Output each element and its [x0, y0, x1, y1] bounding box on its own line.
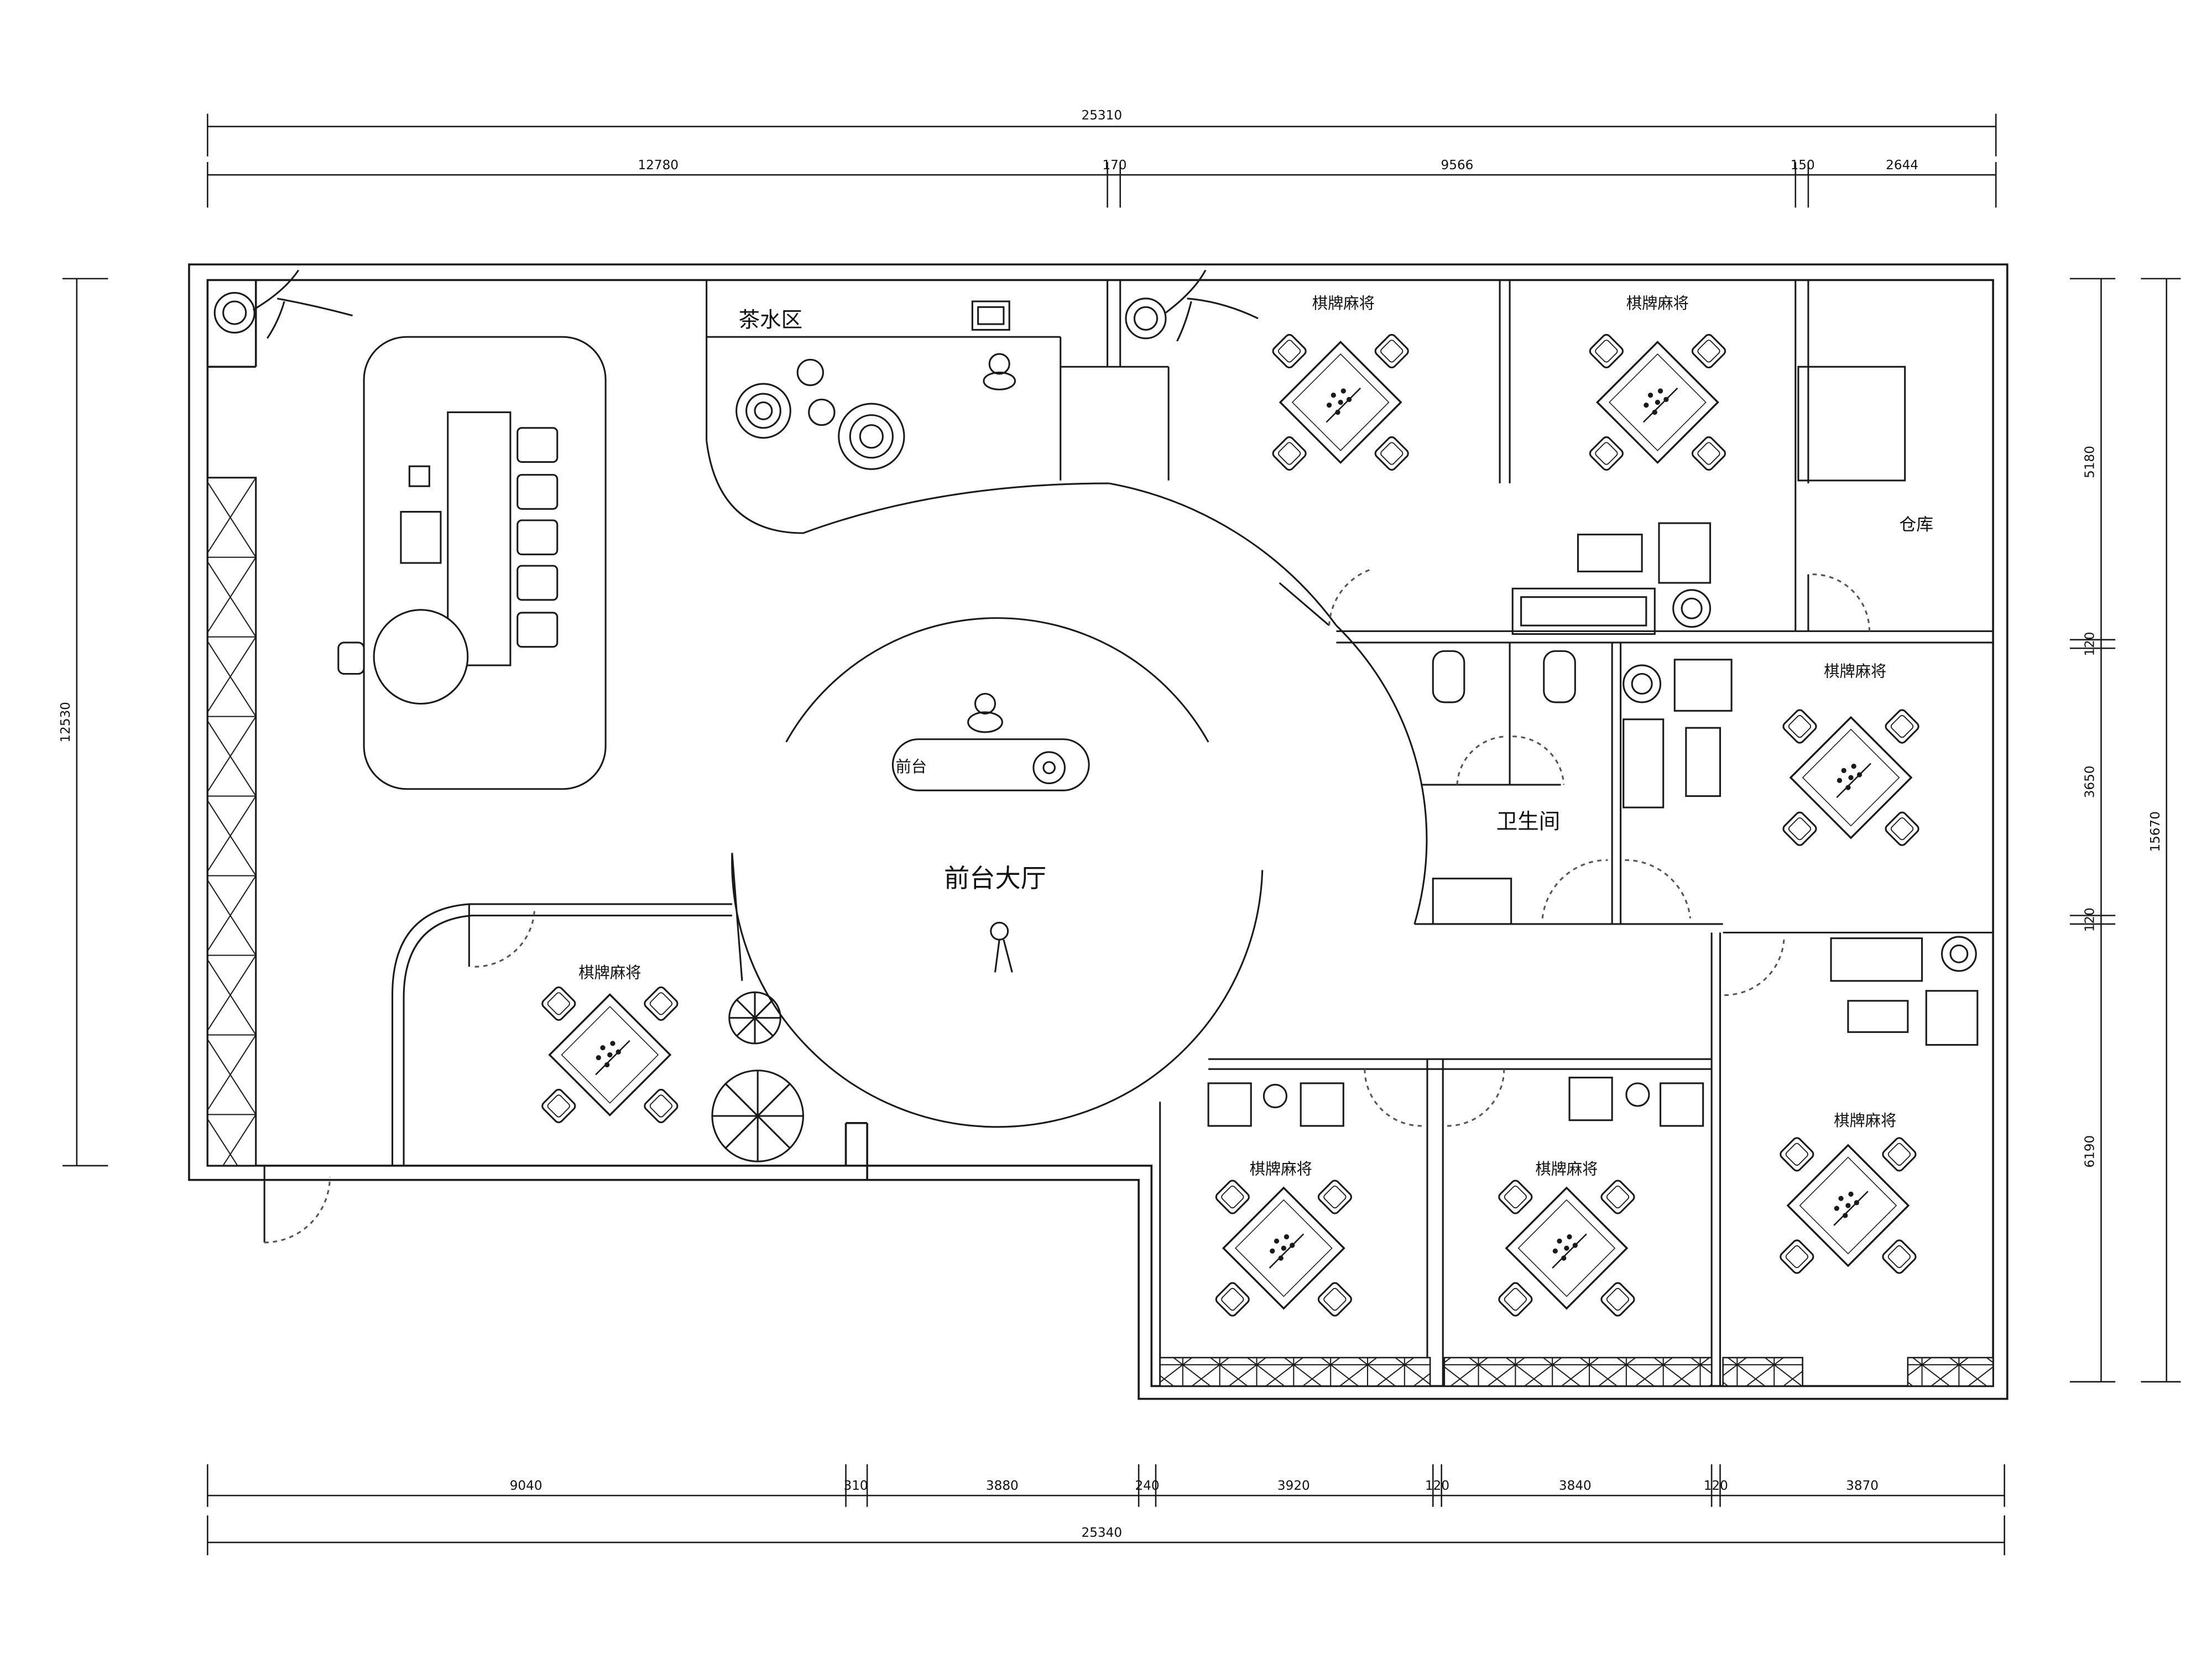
dim-bottom-segment: 9040: [510, 1479, 542, 1493]
room-s2-label: 棋牌麻将: [1535, 1160, 1598, 1178]
mahjong-table-icon: [1782, 708, 1921, 847]
left-dimension: [62, 278, 108, 1167]
tea-area-label: 茶水区: [738, 307, 802, 332]
right-dimensions: [2069, 278, 2181, 1383]
room-sw-walls: [263, 903, 732, 1244]
window-strip-s2: [1443, 1357, 1713, 1387]
room-n1-label: 棋牌麻将: [1312, 294, 1375, 312]
tea-area: [706, 280, 1170, 534]
mahjong-table-icon: [1779, 1136, 1918, 1275]
front-desk-label: 前台: [896, 758, 927, 776]
window-strip-s1: [1159, 1357, 1431, 1387]
dim-bottom-total: 25340: [1081, 1526, 1122, 1540]
dim-top-total: 25310: [1081, 108, 1122, 123]
mahjong-table-icon: [1588, 333, 1727, 472]
toilet-label: 卫生间: [1496, 810, 1561, 834]
bottom-dimensions: [207, 1464, 2005, 1556]
lobby: [711, 482, 1428, 1162]
dim-top-segment: 9566: [1441, 158, 1474, 173]
room-e-label: 棋牌麻将: [1824, 662, 1886, 681]
dim-right-segment: 3650: [2083, 765, 2098, 798]
dim-right-total: 15670: [2148, 811, 2163, 852]
mahjong-table-icon: [1498, 1179, 1636, 1318]
outer-walls: [188, 263, 2008, 1400]
dim-right-segment: 5180: [2083, 446, 2098, 478]
se-rooms-walls: [1159, 931, 1994, 1386]
top-rooms-walls: [1279, 280, 1994, 644]
dim-top-segment: 12780: [638, 158, 679, 173]
dim-bottom-segment: 240: [1135, 1479, 1159, 1493]
room-se-label: 棋牌麻将: [1834, 1112, 1896, 1130]
dim-bottom-segment: 120: [1704, 1479, 1728, 1493]
top-dimensions: [207, 113, 1997, 208]
left-lounge: [213, 269, 1259, 790]
dim-top-segment: 2644: [1886, 158, 1918, 173]
mahjong-table-icon: [541, 985, 680, 1124]
room-s1-label: 棋牌麻将: [1250, 1160, 1312, 1178]
storage-label: 仓库: [1899, 515, 1933, 535]
window-strip-s4: [1907, 1357, 1994, 1387]
room-e-furniture: [1623, 659, 1733, 808]
dim-bottom-segment: 3840: [1559, 1479, 1592, 1493]
dim-left-total: 12530: [59, 702, 73, 743]
dim-bottom-segment: 3880: [986, 1479, 1019, 1493]
mahjong-table-icon: [1214, 1179, 1353, 1318]
left-window-strip: [206, 477, 257, 1167]
dim-top-segment: 170: [1102, 158, 1126, 173]
dim-bottom-segment: 3920: [1277, 1479, 1310, 1493]
dim-bottom-segment: 3870: [1846, 1479, 1879, 1493]
dim-top-segment: 150: [1791, 158, 1815, 173]
dim-right-segment: 120: [2083, 632, 2098, 656]
mahjong-table-icon: [1271, 333, 1410, 472]
dim-right-segment: 6190: [2083, 1135, 2098, 1168]
dim-right-segment: 120: [2083, 907, 2098, 932]
lobby-label: 前台大厅: [944, 863, 1046, 893]
dim-bottom-segment: 120: [1425, 1479, 1449, 1493]
dim-bottom-segment: 310: [843, 1479, 868, 1493]
toilet-room: [1414, 642, 1723, 925]
room-sw-label: 棋牌麻将: [578, 964, 641, 982]
window-strip-s3: [1722, 1357, 1803, 1387]
room-n2-label: 棋牌麻将: [1626, 294, 1689, 312]
